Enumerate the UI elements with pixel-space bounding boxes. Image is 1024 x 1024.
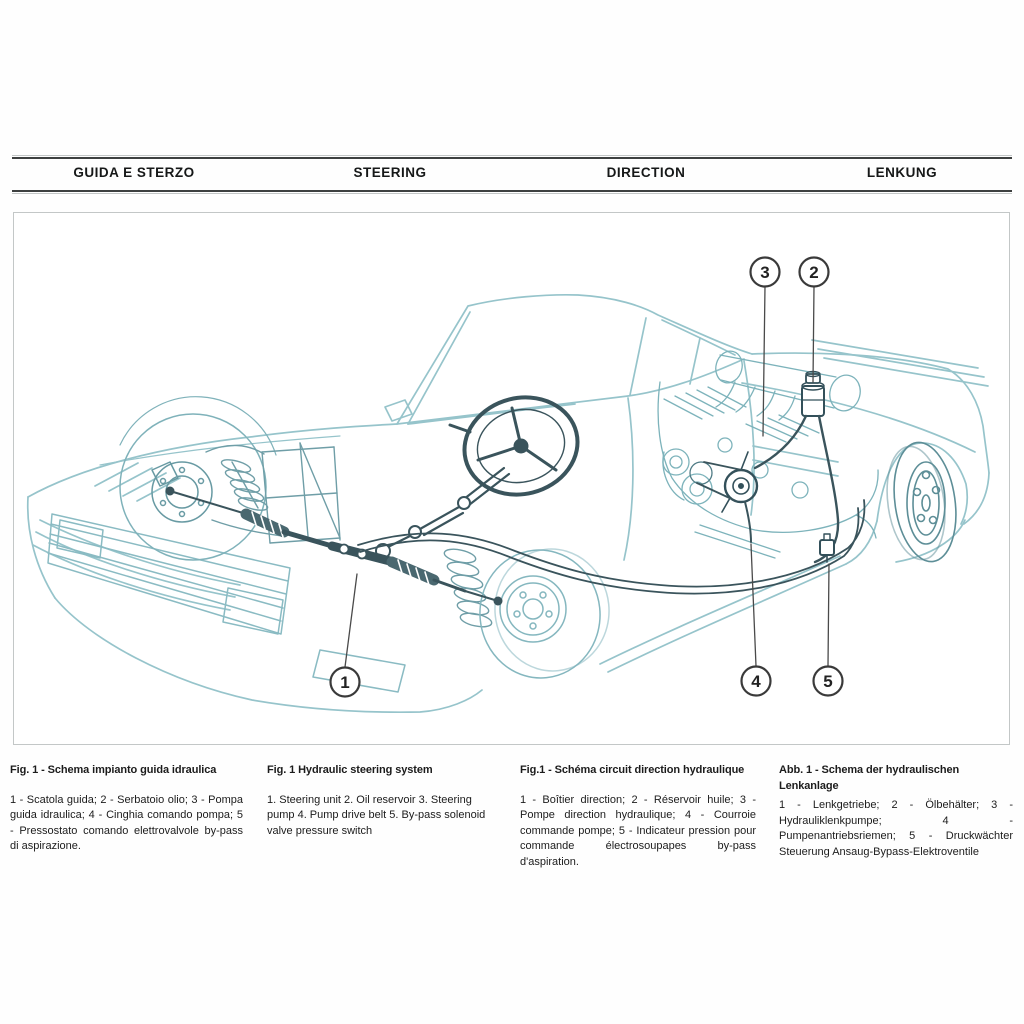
callout-3-number: 3 — [760, 263, 769, 282]
pressure-switch — [819, 533, 835, 563]
caption-english-body: 1. Steering unit 2. Oil reservoir 3. Ste… — [267, 793, 486, 837]
header-title-german: LENKUNG — [866, 165, 938, 180]
header-rule-bottom — [12, 190, 1012, 192]
callout-1-number: 1 — [340, 673, 349, 692]
callout-1: 1 — [329, 573, 361, 698]
caption-english: Fig. 1 Hydraulic steering system 1. Stee… — [267, 763, 498, 839]
steering-system — [165, 370, 866, 606]
callout-4: 4 — [740, 543, 772, 697]
pump-drive-belt — [696, 461, 743, 502]
brake-disc — [151, 461, 213, 523]
steering-wheel — [448, 395, 580, 497]
header-title-french: DIRECTION — [606, 165, 686, 180]
header-rule-top — [12, 157, 1012, 159]
callouts: 1 2 3 4 — [329, 256, 844, 698]
front-grille — [47, 513, 406, 693]
header-rule-top-light — [12, 155, 1012, 156]
hydraulic-pipes — [357, 499, 866, 595]
caption-italian-title: Fig. 1 - Schema impianto guida idraulica — [10, 764, 217, 776]
caption-french-title: Fig.1 - Schéma circuit direction hydraul… — [520, 764, 745, 776]
front-wheel — [479, 548, 610, 679]
callout-5: 5 — [812, 563, 844, 697]
callout-2: 2 — [798, 256, 830, 383]
callout-5-number: 5 — [823, 672, 832, 691]
caption-german: Abb. 1 - Schema der hydraulischen Lenkan… — [779, 763, 1013, 860]
caption-german-body: 1 - Lenkgetriebe; 2 - Ölbehälter; 3 - Hy… — [779, 799, 1013, 858]
figure-plate: 1 2 3 4 — [13, 212, 1010, 745]
header-title-italian: GUIDA E STERZO — [73, 165, 195, 180]
callout-3: 3 — [749, 256, 781, 437]
oil-reservoir — [801, 370, 825, 417]
header-rule-bottom-light — [12, 193, 1012, 194]
callout-4-number: 4 — [751, 672, 761, 691]
front-suspension — [205, 442, 493, 628]
caption-english-title: Fig. 1 Hydraulic steering system — [267, 764, 433, 776]
header-title-english: STEERING — [353, 165, 427, 180]
caption-french-body: 1 - Boîtier direction; 2 - Réservoir hui… — [520, 793, 756, 868]
steering-column — [375, 466, 511, 559]
car-body-outline — [26, 293, 990, 714]
caption-german-title: Abb. 1 - Schema der hydraulischen Lenkan… — [779, 764, 960, 792]
caption-french: Fig.1 - Schéma circuit direction hydraul… — [520, 763, 756, 870]
rear-wheel — [886, 441, 957, 563]
callout-2-number: 2 — [809, 263, 818, 282]
caption-italian-body: 1 - Scatola guida; 2 - Serbatoio olio; 3… — [10, 793, 243, 853]
steering-rack — [165, 486, 503, 606]
caption-italian: Fig. 1 - Schema impianto guida idraulica… — [10, 763, 243, 855]
